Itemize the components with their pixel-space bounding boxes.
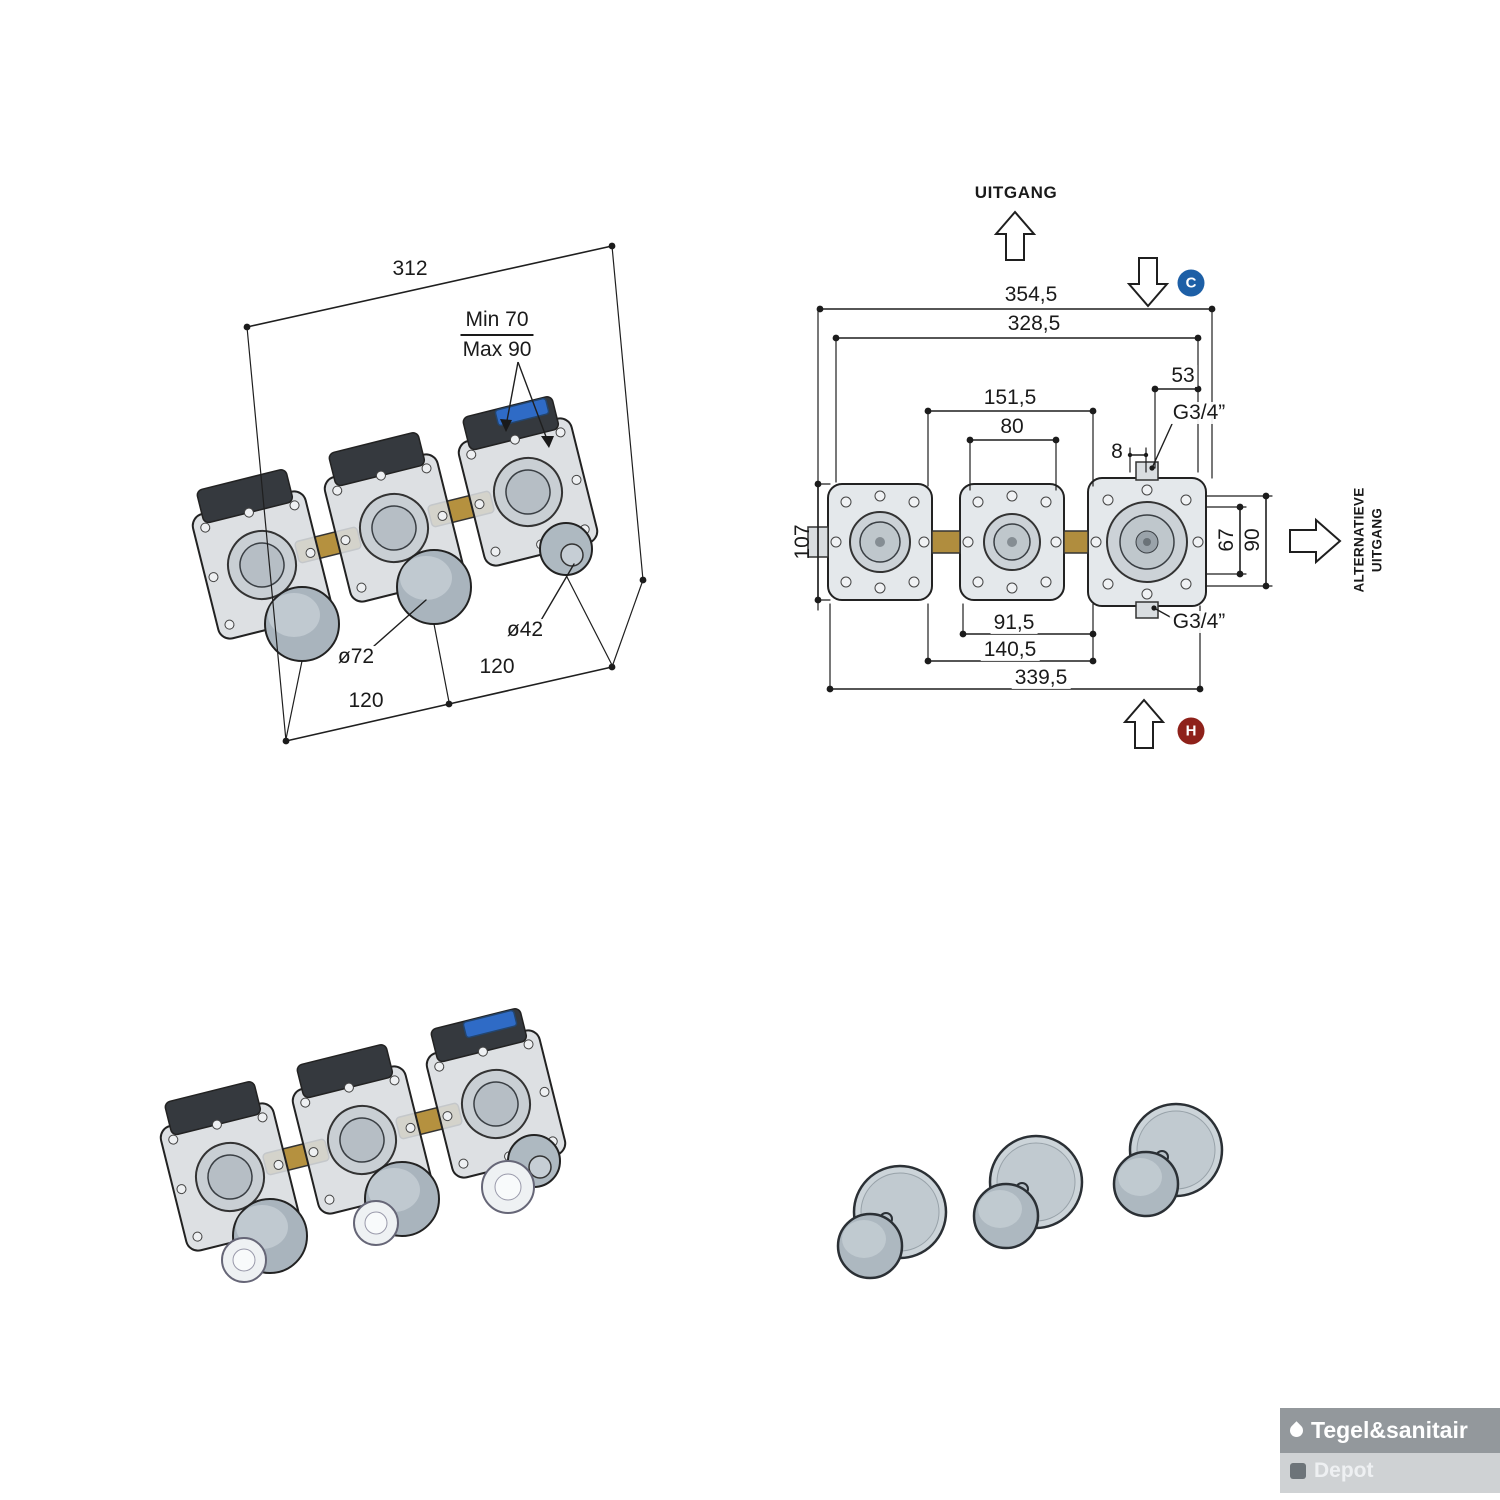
cold-badge: C xyxy=(1177,269,1205,297)
depth-min-label: Min 70 xyxy=(460,308,534,336)
watermark: Tegel&sanitair Depot xyxy=(1280,1408,1500,1493)
depot-icon xyxy=(1290,1463,1306,1479)
thread-top-label: G3/4” xyxy=(1169,401,1229,425)
iso-view-bottom xyxy=(152,1005,567,1283)
trim-knob-left xyxy=(836,1164,948,1280)
outlet-label: UITGANG xyxy=(974,183,1058,203)
dim-91-label: 91,5 xyxy=(990,611,1038,635)
dim-339-label: 339,5 xyxy=(1011,666,1071,690)
cartridge-spindles xyxy=(221,1160,535,1283)
pitch-120-left-label: 120 xyxy=(345,689,387,713)
iso-view-top xyxy=(184,242,647,745)
dim-total-width-iso-label: 312 xyxy=(389,257,431,281)
trim-knob-right xyxy=(1112,1102,1224,1218)
pitch-120-right-label: 120 xyxy=(476,655,518,679)
hot-badge: H xyxy=(1177,717,1205,745)
dim-354-label: 354,5 xyxy=(1001,283,1061,307)
dim-90-label: 90 xyxy=(1240,528,1264,552)
dim-67-label: 67 xyxy=(1214,528,1238,552)
alternative-outlet-label: ALTERNATIEVE UITGANG xyxy=(1351,487,1384,593)
dia-42-label: ø42 xyxy=(503,618,547,642)
dia-72-label: ø72 xyxy=(334,645,378,669)
dim-151-label: 151,5 xyxy=(980,386,1040,410)
dim-328-label: 328,5 xyxy=(1004,312,1064,336)
trim-knob-middle xyxy=(972,1134,1084,1250)
dim-53-label: 53 xyxy=(1168,364,1198,388)
dim-8-label: 8 xyxy=(1108,440,1126,464)
dim-140-label: 140,5 xyxy=(980,638,1040,662)
droplet-icon xyxy=(1287,1421,1306,1440)
thread-bottom-label: G3/4” xyxy=(1169,610,1229,634)
dim-80-label: 80 xyxy=(997,415,1027,439)
watermark-brand-row: Tegel&sanitair xyxy=(1280,1408,1500,1453)
watermark-sub: Depot xyxy=(1314,1459,1374,1482)
front-view xyxy=(807,210,1342,749)
dim-107-label: 107 xyxy=(790,524,814,560)
trim-knobs xyxy=(836,1102,1224,1280)
depth-max-label: Max 90 xyxy=(462,338,532,361)
watermark-brand: Tegel&sanitair xyxy=(1311,1417,1468,1443)
watermark-sub-row: Depot xyxy=(1280,1453,1500,1493)
depth-minmax-label: Min 70 Max 90 xyxy=(460,308,534,362)
